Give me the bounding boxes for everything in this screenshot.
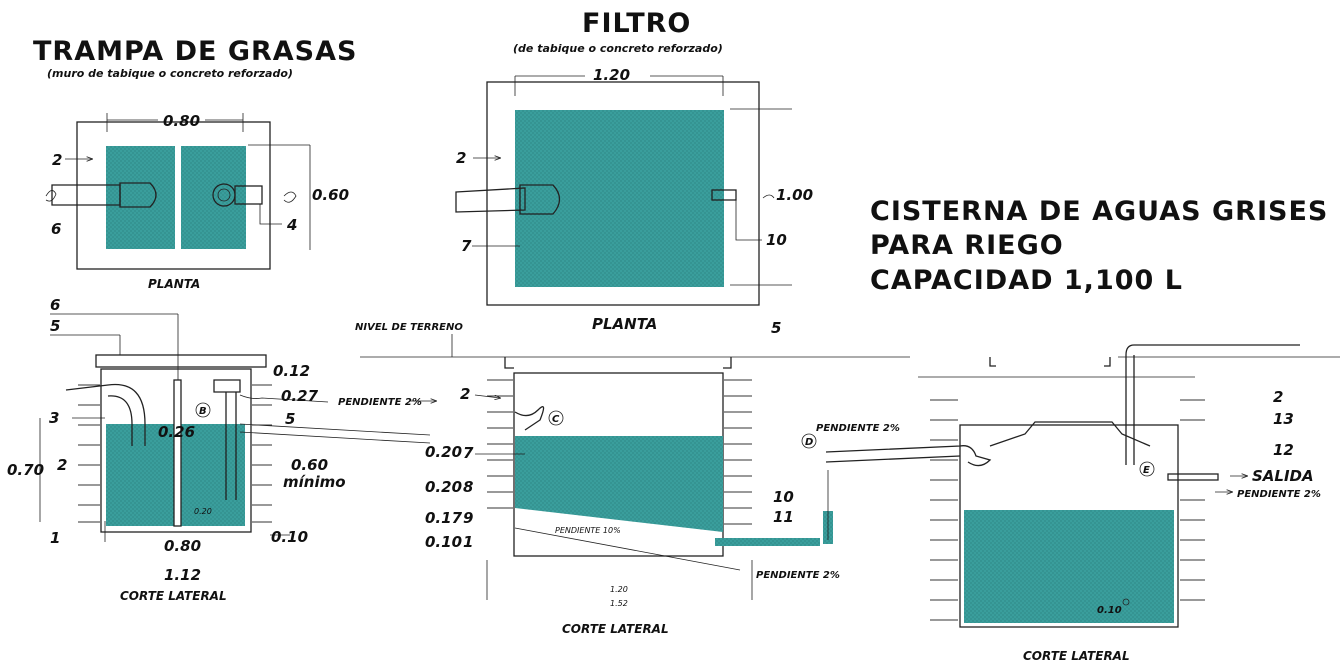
cisterna-title-3: CAPACIDAD 1,100 L	[870, 265, 1183, 296]
trampa-corte-d026: 0.26	[158, 423, 195, 441]
cisterna-corte-brick-left	[930, 399, 958, 621]
trampa-plan-n6: 6	[51, 220, 61, 238]
cisterna-corte-pendiente: PENDIENTE 2%	[816, 423, 900, 434]
filtro-corte-caption: CORTE LATERAL	[562, 622, 669, 636]
trampa-corte-d027: 0.27	[281, 387, 319, 405]
trampa-corte-n5b: 5	[285, 410, 295, 428]
filtro-corte-brick-right	[724, 379, 752, 525]
trampa-plan-height: 0.60	[312, 186, 349, 204]
cisterna-corte-d: D	[805, 437, 813, 448]
trampa-corte-n3: 3	[49, 409, 59, 427]
filtro-n5: 5	[771, 319, 781, 337]
filtro-corte-n7: 7	[463, 444, 474, 462]
trampa-corte: 6 5 3 2 1 5 0.12 0.27 0.70 0.26 0.60 mín…	[7, 296, 431, 603]
trampa-corte-w112: 1.12	[164, 566, 201, 584]
trampa-corte-n2: 2	[57, 456, 67, 474]
filtro-corte-brick-left	[487, 379, 513, 509]
filtro-corte-d017: 0.17	[425, 509, 463, 527]
filtro-corte-d010: 0.10	[425, 533, 462, 551]
cisterna-corte: D PENDIENTE 2% 2 13 12 E SALIDA PENDIENT…	[801, 344, 1340, 663]
trampa-corte-n1: 1	[50, 529, 60, 547]
filtro-plan-n10: 10	[766, 231, 787, 249]
filtro-corte-nivel: NIVEL DE TERRENO	[355, 322, 463, 333]
trampa-plan-n2: 2	[52, 151, 62, 169]
trampa-plan: 0.80 2 0.60 6 4 PLANTA	[45, 112, 349, 291]
filtro-title: FILTRO	[582, 8, 691, 39]
filtro-corte-n11: 11	[773, 508, 794, 526]
trampa-corte-b: B	[199, 406, 207, 417]
trampa-corte-n6: 6	[50, 296, 60, 314]
filtro-corte-pend2b: PENDIENTE 2%	[756, 570, 840, 581]
cisterna-corte-e: E	[1143, 465, 1150, 476]
trampa-section: TRAMPA DE GRASAS (muro de tabique o conc…	[7, 36, 431, 603]
filtro-corte-n10: 10	[773, 488, 794, 506]
trampa-corte-d070: 0.70	[7, 461, 44, 479]
trampa-plan-width: 0.80	[163, 112, 200, 130]
filtro-plan-height: 1.00	[776, 186, 813, 204]
filtro-corte-outlet-water	[715, 538, 820, 546]
filtro-corte-n2: 2	[460, 385, 470, 403]
filtro-corte-d020a: 0.20	[425, 443, 462, 461]
filtro-plan-caption: PLANTA	[592, 315, 657, 333]
trampa-corte-minimo: mínimo	[283, 473, 346, 491]
cisterna-corte-n12: 12	[1273, 441, 1294, 459]
filtro-plan-n7: 7	[461, 237, 472, 255]
trampa-title: TRAMPA DE GRASAS	[33, 36, 357, 67]
cisterna-corte-n2: 2	[1273, 388, 1283, 406]
filtro-plan-water	[515, 110, 724, 287]
trampa-corte-brick-right	[252, 384, 272, 523]
filtro-corte-c: C	[552, 414, 560, 425]
cisterna-corte-caption: CORTE LATERAL	[1023, 649, 1130, 663]
trampa-plan-n4: 4	[286, 216, 297, 234]
trampa-subtitle: (muro de tabique o concreto reforzado)	[47, 67, 293, 80]
cisterna-title-1: CISTERNA DE AGUAS GRISES	[870, 196, 1328, 227]
cisterna-corte-salida: SALIDA	[1252, 467, 1314, 485]
filtro-section: FILTRO (de tabique o concreto reforzado)…	[338, 8, 910, 636]
trampa-corte-d010: 0.10	[271, 528, 308, 546]
cisterna-title-2: PARA RIEGO	[870, 230, 1064, 261]
filtro-corte-n8: 8	[463, 478, 473, 496]
trampa-corte-caption: CORTE LATERAL	[120, 589, 227, 603]
cisterna-corte-n13: 13	[1273, 410, 1294, 428]
filtro-subtitle: (de tabique o concreto reforzado)	[513, 42, 723, 55]
filtro-corte-pend10: PENDIENTE 10%	[555, 526, 621, 535]
trampa-plan-water-left	[106, 146, 175, 249]
filtro-corte: NIVEL DE TERRENO	[338, 322, 910, 636]
filtro-corte-n1: 1	[463, 533, 473, 551]
filtro-corte-pendiente1: PENDIENTE 2%	[338, 397, 422, 408]
trampa-corte-water-left	[106, 424, 174, 526]
trampa-corte-d012: 0.12	[273, 362, 310, 380]
filtro-corte-n9: 9	[463, 509, 473, 527]
filtro-corte-water	[515, 436, 723, 532]
trampa-corte-w080: 0.80	[164, 537, 201, 555]
filtro-plan-width: 1.20	[593, 66, 630, 84]
cisterna-corte-water	[964, 510, 1174, 623]
cisterna-corte-pend-out: PENDIENTE 2%	[1237, 489, 1321, 500]
filtro-plan: 1.20 2 7 1.00 10 PLANTA	[455, 66, 813, 333]
trampa-corte-brick-left	[78, 384, 100, 523]
cisterna-section: CISTERNA DE AGUAS GRISES PARA RIEGO CAPA…	[801, 196, 1340, 663]
trampa-corte-n5a: 5	[50, 317, 60, 335]
filtro-plan-n2: 2	[456, 149, 466, 167]
cisterna-corte-brick-right	[1180, 399, 1205, 601]
trampa-corte-water-right	[181, 424, 245, 526]
trampa-corte-d020: 0.20	[194, 507, 212, 516]
filtro-corte-w120: 1.20	[610, 585, 628, 594]
trampa-corte-d060: 0.60	[291, 456, 328, 474]
cisterna-corte-d010: 0.10	[1097, 605, 1122, 616]
filtro-corte-w152: 1.52	[610, 599, 628, 608]
filtro-corte-d020b: 0.20	[425, 478, 462, 496]
trampa-plan-caption: PLANTA	[148, 277, 200, 291]
